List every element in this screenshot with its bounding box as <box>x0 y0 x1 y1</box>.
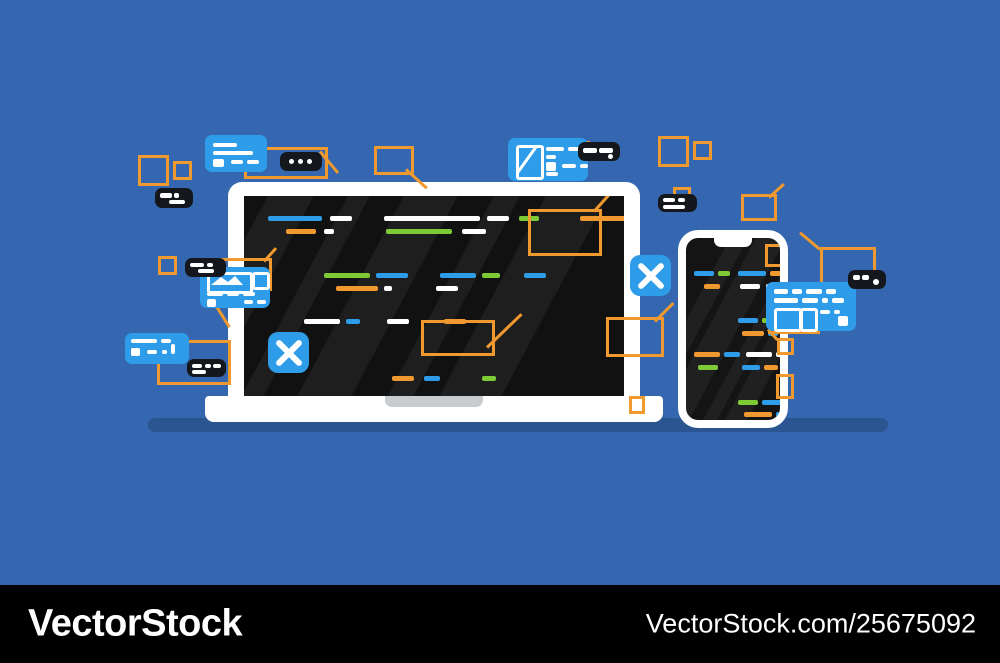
tag-top-center <box>280 152 322 171</box>
tag-top-left <box>155 188 193 208</box>
phone-screen <box>686 238 780 420</box>
code-segment <box>386 229 452 234</box>
phone-earpiece <box>714 238 752 247</box>
image-thumb-outline <box>516 145 544 180</box>
wireframe-box-screen-mid <box>421 320 495 356</box>
code-segment <box>762 400 780 405</box>
wireframe-box-screen-right <box>606 317 664 357</box>
code-segment <box>704 284 720 289</box>
code-segment <box>694 271 714 276</box>
image-placeholder-icon-screen[interactable] <box>268 332 309 373</box>
image-thumb-outline-2 <box>800 308 818 332</box>
card-top-left[interactable] <box>205 135 267 172</box>
code-segment <box>384 216 480 221</box>
tag-right-upper <box>658 194 697 212</box>
code-segment <box>770 271 780 276</box>
code-segment <box>764 365 778 370</box>
code-segment <box>436 286 458 291</box>
footer-bar: VectorStock VectorStock.com/25675092 <box>0 585 1000 663</box>
code-segment <box>304 319 340 324</box>
tag-top-right-card <box>578 142 620 161</box>
image-placeholder-icon-edge[interactable] <box>630 255 671 296</box>
image-diagonal-icon <box>516 146 538 173</box>
tag-left-card <box>185 258 226 277</box>
code-segment <box>524 273 546 278</box>
wireframe-box-screen-topright <box>528 209 602 256</box>
image-thumb-outline-small <box>252 272 270 290</box>
wireframe-square-laptop-corner <box>629 396 645 414</box>
code-segment <box>746 352 772 357</box>
code-segment <box>742 331 764 336</box>
mountain-icon <box>211 276 243 285</box>
code-segment <box>462 229 486 234</box>
code-segment <box>346 319 360 324</box>
tag-lower-left <box>187 359 226 377</box>
image-thumb-outline <box>774 308 802 332</box>
code-segment <box>744 412 772 417</box>
code-segment <box>384 286 392 291</box>
code-segment <box>482 376 496 381</box>
code-segment <box>487 216 509 221</box>
code-segment <box>740 284 760 289</box>
wireframe-connector <box>799 231 821 251</box>
code-segment <box>330 216 352 221</box>
card-phone-overlay[interactable] <box>766 282 856 332</box>
wireframe-square-phone-screen <box>765 244 780 267</box>
code-segment <box>286 229 316 234</box>
code-segment <box>392 376 414 381</box>
code-segment <box>742 365 760 370</box>
code-segment <box>738 271 766 276</box>
wireframe-box-top-left <box>374 146 414 175</box>
code-segment <box>387 319 409 324</box>
footer-brand-label: VectorStock <box>28 602 243 645</box>
wireframe-connector <box>592 196 614 213</box>
wireframe-square-phone-a <box>777 338 794 355</box>
wireframe-box-top-right <box>741 194 777 221</box>
code-segment <box>776 412 780 417</box>
code-segment <box>738 400 758 405</box>
code-segment <box>694 352 720 357</box>
code-segment <box>268 216 322 221</box>
wireframe-square-left-lg <box>138 155 169 186</box>
card-left-lower[interactable] <box>125 333 189 364</box>
wireframe-square-right-sm <box>693 141 712 160</box>
laptop-trackpad-notch <box>385 396 483 407</box>
code-segment <box>718 271 730 276</box>
code-segment <box>698 365 718 370</box>
code-segment <box>324 229 334 234</box>
code-segment <box>738 318 758 323</box>
code-segment <box>440 273 476 278</box>
code-segment <box>324 273 370 278</box>
illustration-canvas <box>0 0 1000 585</box>
card-top-center[interactable] <box>508 138 588 181</box>
code-segment <box>336 286 378 291</box>
wireframe-square-right-lg <box>658 136 689 167</box>
code-segment <box>724 352 740 357</box>
code-segment <box>376 273 408 278</box>
code-segment <box>580 216 624 221</box>
wireframe-square-phone-b <box>776 374 794 399</box>
code-segment <box>482 273 500 278</box>
tag-phone-right <box>848 270 886 289</box>
wireframe-square-left-sm <box>173 161 192 180</box>
wireframe-connector <box>653 302 675 323</box>
wireframe-square-card-top <box>158 256 177 275</box>
footer-url-label: VectorStock.com/25675092 <box>645 608 976 639</box>
code-segment <box>424 376 440 381</box>
